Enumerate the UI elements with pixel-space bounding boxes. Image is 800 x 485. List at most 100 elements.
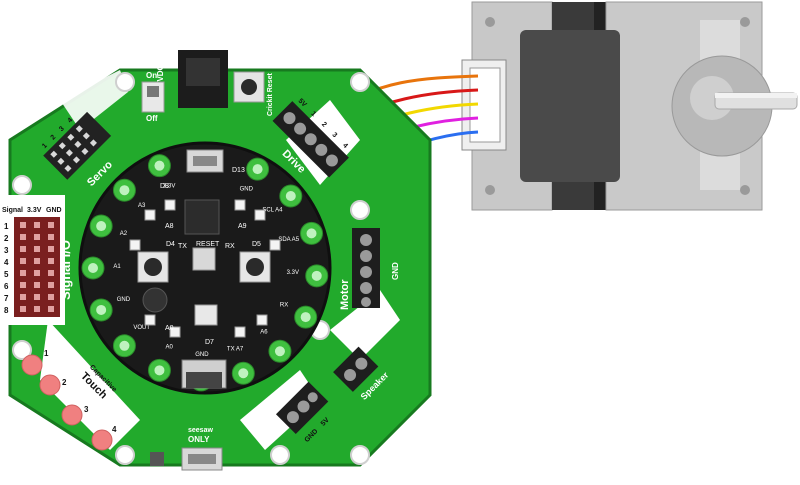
signal-row-number: 1 — [4, 222, 9, 231]
motor-label: Motor — [339, 279, 351, 310]
signal-io-label: Signal I/O — [58, 240, 73, 300]
cpx-neopixel — [164, 199, 176, 211]
touch-pad[interactable] — [91, 429, 113, 451]
drive-terminal-label: 4 — [341, 142, 349, 150]
cpx-pad-hole — [252, 164, 263, 175]
cpx-pad-label: A6 — [260, 329, 268, 335]
servo-number: 2 — [50, 134, 58, 142]
motor-center-band — [520, 30, 620, 182]
touch-pad-number: 3 — [84, 405, 89, 414]
cpx-neopixel — [269, 239, 281, 251]
signal-row-number: 5 — [4, 270, 9, 279]
cpx-pad-hole — [154, 160, 165, 171]
signal-row-number: 4 — [4, 258, 9, 267]
signal-pin — [48, 270, 54, 276]
touch-pad-number: 4 — [112, 425, 117, 434]
signal-pin — [20, 222, 26, 228]
cpx-pad-hole — [311, 270, 322, 281]
cpx-pad-label: A1 — [113, 264, 121, 270]
signal-3v3-label: 3.3V — [27, 207, 42, 214]
cpx-neopixel — [234, 326, 246, 338]
servo-number: 4 — [67, 117, 75, 125]
cpx-pad-hole — [88, 263, 98, 273]
cpx-reset-button[interactable] — [192, 247, 216, 271]
drive-terminal-label: 1 — [309, 110, 317, 118]
cpx-slide-switch[interactable] — [194, 304, 218, 326]
touch-pad[interactable] — [39, 374, 61, 396]
cpx-label: D8 — [160, 183, 169, 190]
cpx-pad-hole — [96, 221, 107, 232]
cpx-neopixel — [169, 326, 181, 338]
cpx-pad-label: A0 — [166, 344, 174, 350]
cpx-neopixel — [144, 209, 156, 221]
cpx-label: D5 — [252, 241, 261, 248]
signal-pin — [20, 234, 26, 240]
signal-pin — [48, 258, 54, 264]
cpx-pad-label: RX — [280, 303, 288, 309]
cpx-neopixel — [144, 314, 156, 326]
cpx-pad-label: VOUT — [133, 325, 150, 331]
cpx-pad-label: A2 — [120, 231, 128, 237]
signal-gnd-label: GND — [46, 207, 62, 214]
signal-pin — [48, 306, 54, 312]
signal-pin — [34, 282, 40, 288]
motor-terminal-block: Motor GND — [339, 228, 400, 310]
cpx-neopixel — [234, 199, 246, 211]
cpx-pad-label: GND — [195, 352, 209, 358]
signal-pin — [20, 246, 26, 252]
signal-row-number: 6 — [4, 282, 9, 291]
touch-area — [40, 320, 140, 450]
signal-pin — [20, 306, 26, 312]
signal-pin — [48, 294, 54, 300]
drive-terminal-label: 3 — [331, 132, 339, 140]
signal-pin — [20, 294, 26, 300]
neopixel-terminal-label: 5V — [320, 416, 331, 427]
cpx-button-a[interactable] — [137, 251, 169, 283]
cpx-pad-hole — [119, 185, 130, 196]
cpx-label: D4 — [166, 241, 175, 248]
touch-pad[interactable] — [21, 354, 43, 376]
mounting-hole — [485, 17, 750, 195]
cpx-label: RX — [225, 243, 235, 250]
signal-row-number: 3 — [4, 246, 9, 255]
cpx-pad-hole — [154, 365, 165, 376]
power-switch-on-label: On — [146, 71, 157, 80]
servo-number: 1 — [41, 142, 49, 150]
cpx-pad-hole — [119, 340, 130, 351]
signal-pin — [20, 258, 26, 264]
cpx-neopixel — [129, 239, 141, 251]
touch-pad[interactable] — [61, 404, 83, 426]
cpx-neopixel — [254, 209, 266, 221]
signal-row-number: 7 — [4, 294, 9, 303]
cpx-label: A0 — [165, 325, 174, 332]
crickit-reset-label: Crickit Reset — [267, 73, 274, 116]
signal-pin — [20, 270, 26, 276]
signal-pin — [34, 222, 40, 228]
seesaw-label-line2: ONLY — [188, 435, 210, 444]
servo-number: 3 — [58, 125, 66, 133]
signal-pin — [34, 246, 40, 252]
cpx-pad-hole — [274, 346, 285, 357]
dc-jack-label: 5VDC — [156, 64, 165, 86]
cpx-label: A9 — [238, 223, 247, 230]
cpx-label: D13 — [232, 167, 245, 174]
cpx-pad-hole — [300, 312, 311, 323]
motor-gnd-label: GND — [391, 262, 400, 280]
touch-pad-number: 2 — [62, 378, 67, 387]
cpx-button-b[interactable] — [239, 251, 271, 283]
signal-pin — [48, 222, 54, 228]
drive-terminal-label: 2 — [320, 121, 328, 129]
signal-row-number: 2 — [4, 234, 9, 243]
cpx-label: RESET — [196, 241, 220, 248]
signal-pin — [48, 234, 54, 240]
cpx-pad-label: GND — [240, 186, 254, 192]
touch-pad-number: 1 — [44, 349, 49, 358]
cpx-label: A8 — [165, 223, 174, 230]
signal-pin — [48, 282, 54, 288]
signal-pin — [34, 258, 40, 264]
cpx-pad-label: 3.3V — [287, 270, 299, 276]
cpx-pad-hole — [306, 228, 317, 239]
drive-terminal-label: 5V — [297, 98, 308, 109]
